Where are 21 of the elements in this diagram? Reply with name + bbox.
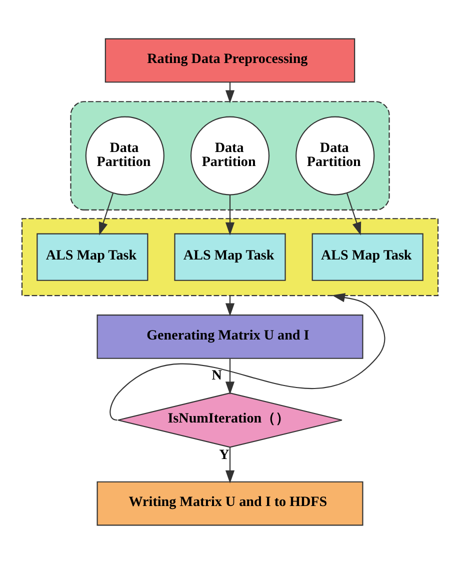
node-circle: Data Partition — [295, 116, 374, 196]
node-box: Writing Matrix U and I to HDFS — [96, 481, 363, 526]
cluster — [70, 101, 390, 210]
arrow — [224, 194, 234, 236]
node-diamond: IsNumIteration（） — [117, 392, 342, 448]
cluster — [20, 218, 438, 296]
arrow — [224, 358, 234, 395]
arrow — [109, 293, 385, 421]
arrow — [224, 82, 234, 104]
arrow — [98, 193, 114, 236]
edge-label: Y — [218, 447, 229, 464]
arrow — [346, 193, 361, 236]
node-circle: Data Partition — [190, 116, 270, 196]
edge-label: N — [211, 368, 222, 384]
node-box: Generating Matrix U and I — [96, 314, 363, 359]
node-box: ALS Map Task — [174, 233, 286, 281]
arrow — [224, 447, 234, 484]
node-box: ALS Map Task — [36, 233, 148, 281]
node-circle: Data Partition — [84, 116, 164, 196]
node-box: Rating Data Preprocessing — [104, 38, 355, 83]
node-box: ALS Map Task — [311, 233, 423, 281]
